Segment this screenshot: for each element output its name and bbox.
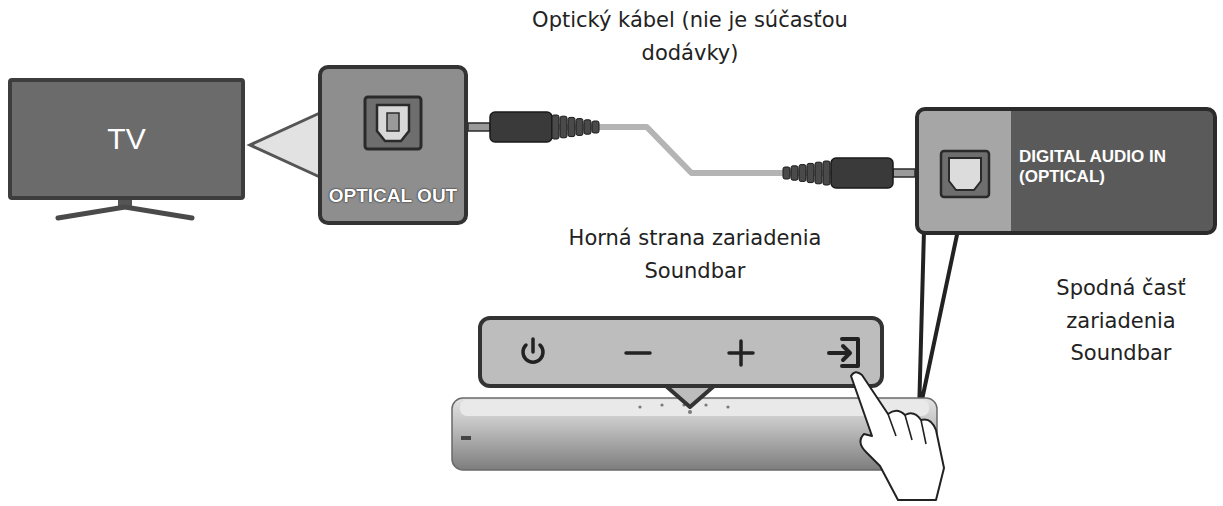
plug-body — [831, 158, 893, 188]
strain-relief — [799, 165, 806, 182]
volume-down-button — [626, 351, 650, 355]
hand-fingers — [888, 414, 926, 444]
soundbar-logo — [461, 436, 471, 440]
strain-relief — [584, 120, 591, 134]
box-label: TV — [107, 122, 145, 156]
strain-relief — [560, 116, 567, 138]
tv-screen: TV — [8, 78, 245, 200]
strain-relief — [807, 163, 814, 182]
strain-relief — [568, 117, 575, 136]
callout-pointer — [666, 386, 714, 407]
volume-up-button — [729, 341, 753, 365]
optical-port — [363, 95, 423, 151]
button-dots — [638, 403, 729, 414]
tv-stand — [58, 207, 192, 218]
callout-pointer — [250, 112, 322, 178]
optical-port-panel — [919, 111, 1011, 235]
strain-relief — [783, 167, 790, 179]
power-button — [523, 339, 543, 362]
strain-relief — [823, 161, 830, 185]
hand — [851, 372, 944, 500]
plug-body — [490, 112, 552, 142]
strain-relief — [592, 121, 599, 133]
callout-pointer — [919, 230, 958, 414]
callout-pointer — [668, 388, 712, 406]
part-label: Horná strana zariadenia Soundbar — [535, 222, 855, 287]
port-callout: OPTICAL OUT — [318, 65, 468, 225]
box-label: OPTICAL OUT — [329, 185, 457, 207]
strain-relief — [815, 162, 822, 184]
part-label: Spodná časť zariadenia Soundbar — [1030, 272, 1212, 370]
cable-label: Optický kábel (nie je súčasťou dodávky) — [515, 4, 865, 69]
box-label: DIGITAL AUDIO IN (OPTICAL) — [1019, 147, 1209, 188]
button-panel — [480, 318, 882, 386]
plug-tip — [468, 123, 490, 131]
port-callout: DIGITAL AUDIO IN (OPTICAL) — [915, 107, 1217, 235]
strain-relief — [791, 166, 798, 180]
plug-tip — [893, 169, 915, 177]
optical-cable-group — [468, 112, 915, 188]
strain-relief — [576, 119, 583, 136]
strain-relief — [552, 115, 559, 139]
source-button — [829, 339, 858, 366]
